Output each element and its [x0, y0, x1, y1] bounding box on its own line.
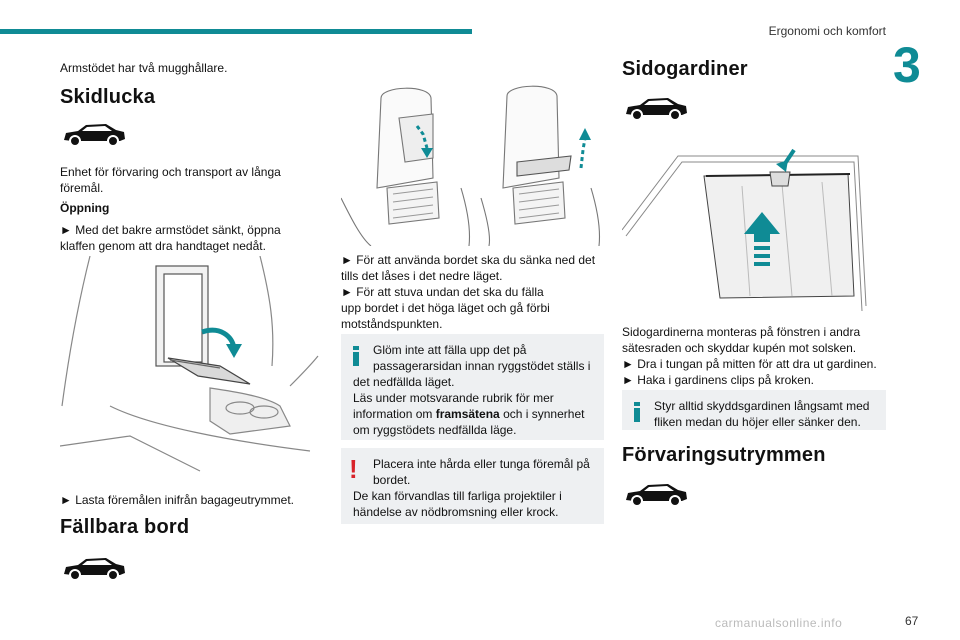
blind-step-2: ► Haka i gardinens clips på kroken.	[622, 373, 814, 387]
armrest-intro: Armstödet har två mugghållare.	[60, 61, 228, 75]
page-number: 67	[905, 614, 919, 628]
warn-line-2: bordet.	[373, 473, 411, 487]
car-silhouette-icon	[626, 98, 687, 121]
info-icon	[634, 402, 640, 422]
side-blind-illustration	[622, 148, 867, 312]
load-step: ► Lasta föremålen inifrån bagageutrymmet…	[60, 493, 294, 507]
info-line-6: om ryggstödets nedfällda läge.	[353, 423, 517, 437]
table-step-2b: upp bordet i det höga läget och gå förbi	[341, 301, 550, 315]
folding-table-illustration	[341, 85, 601, 246]
info-icon	[353, 346, 359, 366]
table-step-1b: tills det låses i det nedre läget.	[341, 269, 503, 283]
header-accent-bar	[0, 29, 472, 34]
watermark: carmanualsonline.info	[715, 616, 843, 630]
opening-step-1: ► Med det bakre armstödet sänkt, öppna	[60, 223, 281, 237]
blind-description-1: Sidogardinerna monteras på fönstren i an…	[622, 325, 861, 339]
car-silhouette-icon	[64, 558, 125, 581]
warn-line-1: Placera inte hårda eller tunga föremål p…	[373, 457, 590, 471]
info-line-5-pre: information om	[353, 407, 436, 421]
warning-exclamation-icon: !	[349, 454, 358, 484]
chapter-number: 3	[893, 37, 921, 93]
car-silhouette-icon	[64, 124, 125, 147]
opening-heading: Öppning	[60, 201, 110, 215]
side-blinds-heading: Sidogardiner	[622, 58, 748, 80]
table-step-2c: motståndspunkten.	[341, 317, 443, 331]
blind-info-line-2: fliken medan du höjer eller sänker den.	[654, 415, 861, 429]
skid-description-1: Enhet för förvaring och transport av lån…	[60, 165, 281, 179]
info-note-blind: Styr alltid skyddsgardinen långsamt med …	[622, 390, 886, 430]
skid-hatch-illustration	[60, 256, 319, 472]
car-silhouette-icon	[626, 484, 687, 507]
info-line-4: Läs under motsvarande rubrik för mer	[353, 391, 554, 405]
folding-tables-heading: Fällbara bord	[60, 516, 190, 538]
info-line-5-post: och i synnerhet	[499, 407, 585, 421]
info-line-1: Glöm inte att fälla upp det på	[373, 343, 527, 357]
blind-info-line-1: Styr alltid skyddsgardinen långsamt med	[654, 399, 870, 413]
storage-heading: Förvaringsutrymmen	[622, 444, 826, 466]
info-line-2: passagerarsidan innan ryggstödet ställs …	[373, 359, 591, 373]
info-line-5: information om framsätena och i synnerhe…	[353, 406, 594, 422]
section-title: Ergonomi och komfort	[768, 24, 886, 38]
warn-line-4: händelse av nödbromsning eller krock.	[353, 505, 559, 519]
front-seats-term: framsätena	[435, 407, 500, 421]
table-step-1a: ► För att använda bordet ska du sänka ne…	[341, 253, 596, 267]
info-note-table: Glöm inte att fälla upp det på passagera…	[341, 334, 604, 440]
skid-description-2: föremål.	[60, 181, 104, 195]
blind-step-1: ► Dra i tungan på mitten för att dra ut …	[622, 357, 877, 371]
warning-note-table: ! Placera inte hårda eller tunga föremål…	[341, 448, 604, 524]
skid-hatch-heading: Skidlucka	[60, 86, 156, 108]
opening-step-2: klaffen genom att dra handtaget nedåt.	[60, 239, 266, 253]
table-step-2a: ► För att stuva undan det ska du fälla	[341, 285, 544, 299]
blind-description-2: sätesraden och skyddar kupén mot solsken…	[622, 341, 857, 355]
info-line-3: det nedfällda läget.	[353, 375, 455, 389]
warn-line-3: De kan förvandlas till farliga projektil…	[353, 489, 562, 503]
